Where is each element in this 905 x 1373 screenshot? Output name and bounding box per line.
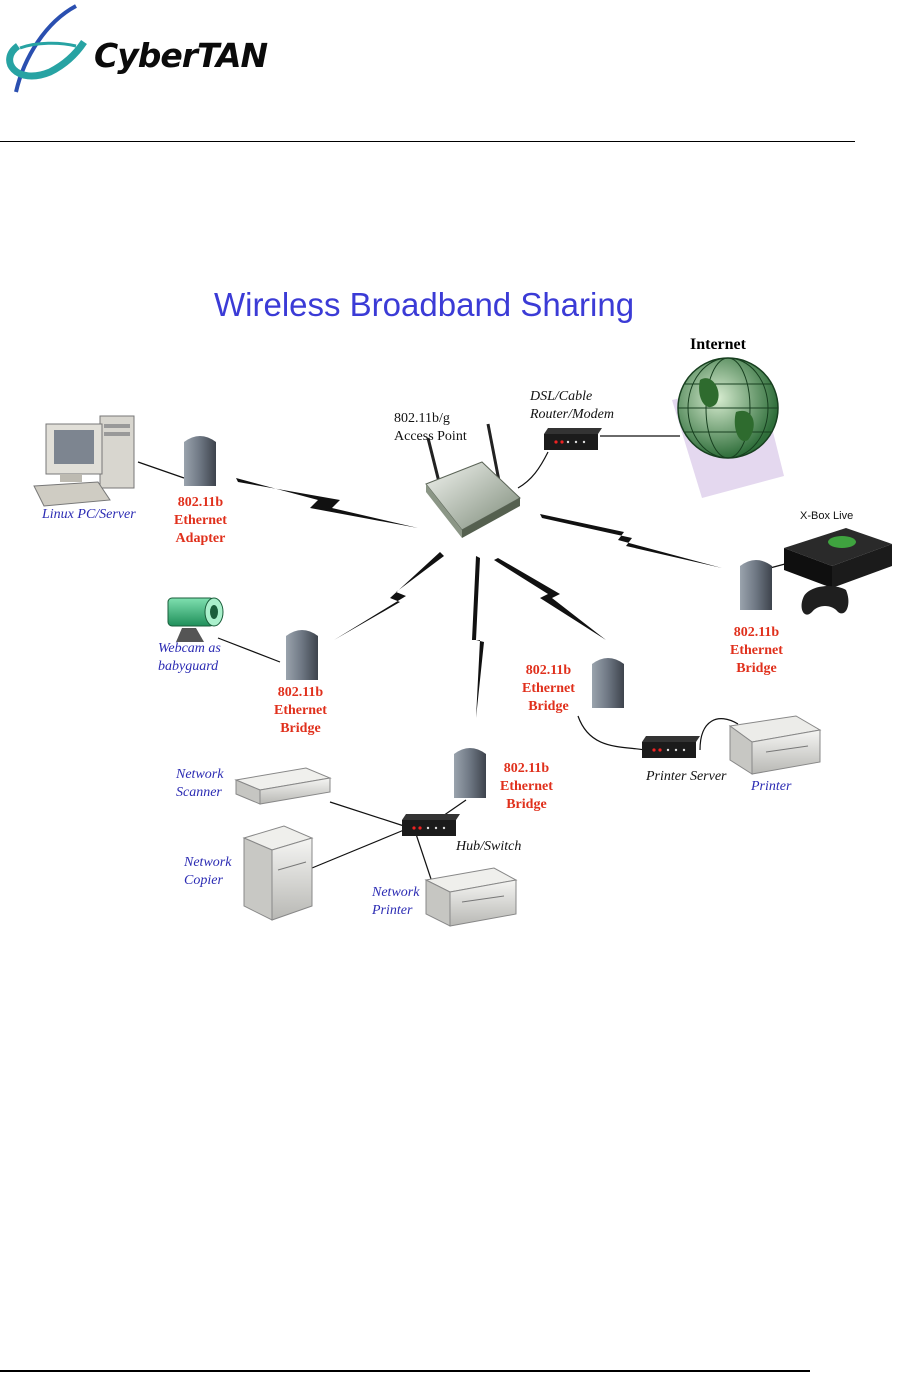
scanner-hub-link	[329, 801, 405, 827]
wireless-link-printer	[494, 558, 606, 640]
printer-server-icon	[642, 736, 700, 758]
xbox-console-icon	[784, 528, 892, 615]
network-copier-label: Network Copier	[184, 855, 232, 888]
cybertan-logo: CyberTAN	[6, 2, 306, 98]
wireless-links	[236, 478, 722, 718]
printer-hub-link	[415, 833, 433, 883]
wireless-link-pc	[236, 478, 418, 528]
pc-adapter-label: 802.11b Ethernet Adapter	[174, 495, 227, 546]
pc-server-label: Linux PC/Server	[42, 507, 136, 522]
logo-text: CyberTAN	[94, 36, 268, 75]
copier-hub-link	[311, 829, 405, 869]
wireless-link-webcam	[334, 552, 444, 640]
header-divider	[0, 141, 855, 142]
pc-adapter-link	[137, 461, 185, 479]
internet-globe-icon	[672, 357, 784, 498]
printer-label: Printer	[751, 779, 792, 794]
bridge-printerserver-link	[577, 715, 647, 751]
webcam-icon	[167, 597, 224, 642]
logo-swirl-icon	[6, 4, 87, 93]
hub-switch-label: Hub/Switch	[456, 839, 522, 854]
wireless-link-xbox	[540, 514, 722, 568]
hub-bridge-label: 802.11b Ethernet Bridge	[500, 761, 553, 812]
network-printer-icon	[424, 867, 518, 927]
printer-server-label: Printer Server	[646, 769, 727, 784]
webcam-bridge-label: 802.11b Ethernet Bridge	[274, 685, 327, 736]
footer-divider	[0, 1370, 810, 1372]
printer-bridge-label: 802.11b Ethernet Bridge	[522, 663, 575, 714]
printerserver-printer-link	[699, 718, 739, 751]
network-scanner-icon	[234, 767, 332, 805]
pc-server-icon	[33, 415, 135, 507]
network-printer-label: Network Printer	[372, 885, 420, 918]
hub-bridge-icon	[454, 748, 486, 798]
modem-icon	[544, 428, 602, 450]
printer-bridge-icon	[592, 658, 624, 708]
webcam-bridge-link	[217, 637, 281, 663]
modem-label: DSL/Cable Router/Modem	[530, 389, 614, 422]
access-point-label: 802.11b/g Access Point	[394, 411, 467, 444]
internet-label: Internet	[690, 336, 746, 353]
webcam-bridge-icon	[286, 630, 318, 680]
pc-adapter-bridge-icon	[184, 436, 216, 486]
xbox-bridge-icon	[740, 560, 772, 610]
diagram-title: Wireless Broadband Sharing	[214, 286, 635, 323]
printer-icon	[728, 715, 822, 775]
xbox-bridge-label: 802.11b Ethernet Bridge	[730, 625, 783, 676]
access-point-icon	[425, 423, 521, 538]
hub-switch-icon	[402, 814, 460, 836]
ap-modem-link	[517, 451, 549, 489]
wireless-link-hub	[472, 556, 484, 718]
network-copier-icon	[242, 825, 314, 921]
xbox-label: X-Box Live	[800, 510, 854, 522]
webcam-label: Webcam as babyguard	[158, 641, 221, 674]
network-scanner-label: Network Scanner	[176, 767, 224, 800]
